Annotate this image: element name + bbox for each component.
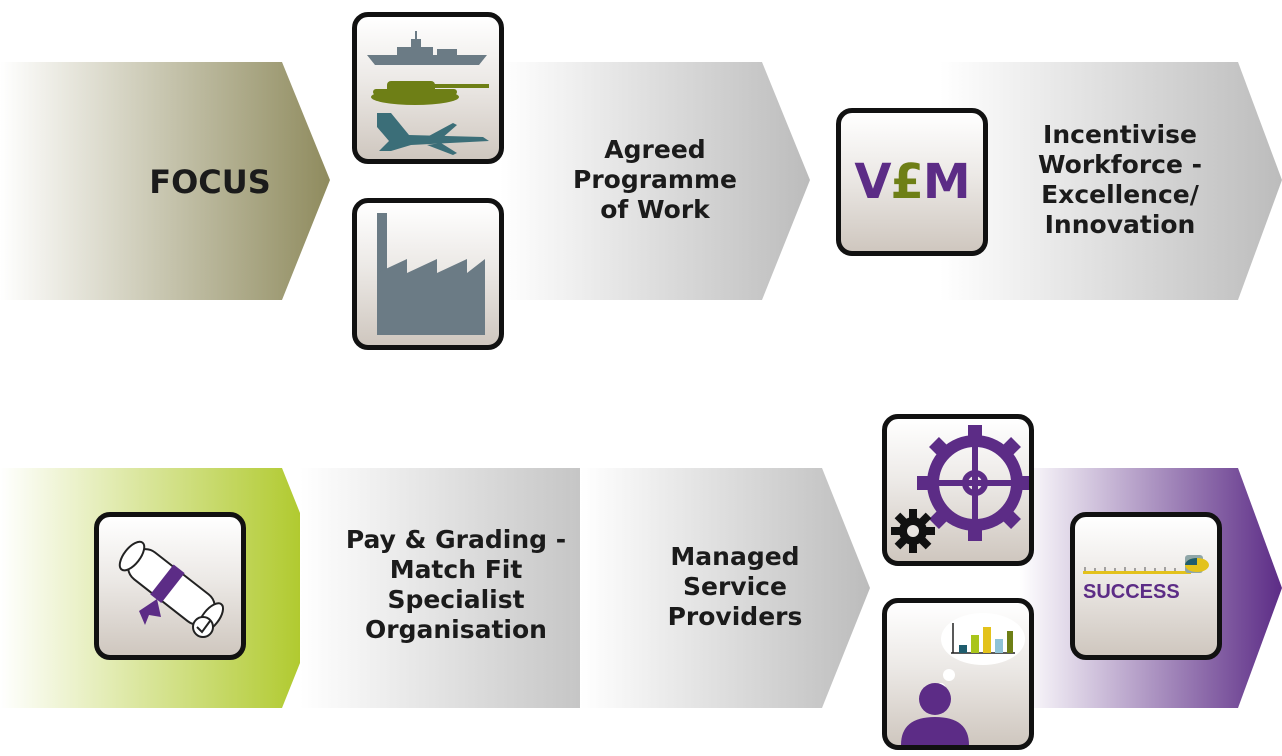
vfm-pound: £ xyxy=(890,154,923,210)
ship-tank-jet-icon xyxy=(367,31,489,155)
thinking-person-icon xyxy=(901,613,1025,745)
chevron-pay-text xyxy=(300,468,628,708)
pay-grading-label: Pay & Grading - Match Fit Specialist Org… xyxy=(345,525,567,644)
agreed-programme-label: Agreed Programme of Work xyxy=(573,135,737,224)
chevron-managed xyxy=(580,468,870,708)
military-tile xyxy=(352,12,504,164)
vfm-m: M xyxy=(922,154,971,210)
managed-service-providers-label: Managed Service Providers xyxy=(667,542,803,631)
chevron-focus xyxy=(0,62,330,300)
thinking-person-tile xyxy=(882,598,1034,750)
incentivise-workforce-label: Incentivise Workforce - Excellence/ Inno… xyxy=(1037,120,1203,239)
success-tile: SUCCESS xyxy=(1070,512,1222,660)
certificate-icon xyxy=(118,540,225,638)
chevron-agreed xyxy=(500,62,810,300)
factory-icon xyxy=(377,213,485,335)
chevron-incentivise xyxy=(940,62,1282,300)
focus-label: FOCUS xyxy=(149,162,271,201)
success-word: SUCCESS xyxy=(1083,581,1180,603)
certificate-tile xyxy=(94,512,246,660)
vfm-icon: V£M xyxy=(841,113,983,251)
success-icon xyxy=(1083,555,1209,574)
vfm-v: V xyxy=(854,154,891,210)
vfm-tile: V£M xyxy=(836,108,988,256)
gears-icon xyxy=(891,425,1029,553)
gears-tile xyxy=(882,414,1034,566)
factory-tile xyxy=(352,198,504,350)
